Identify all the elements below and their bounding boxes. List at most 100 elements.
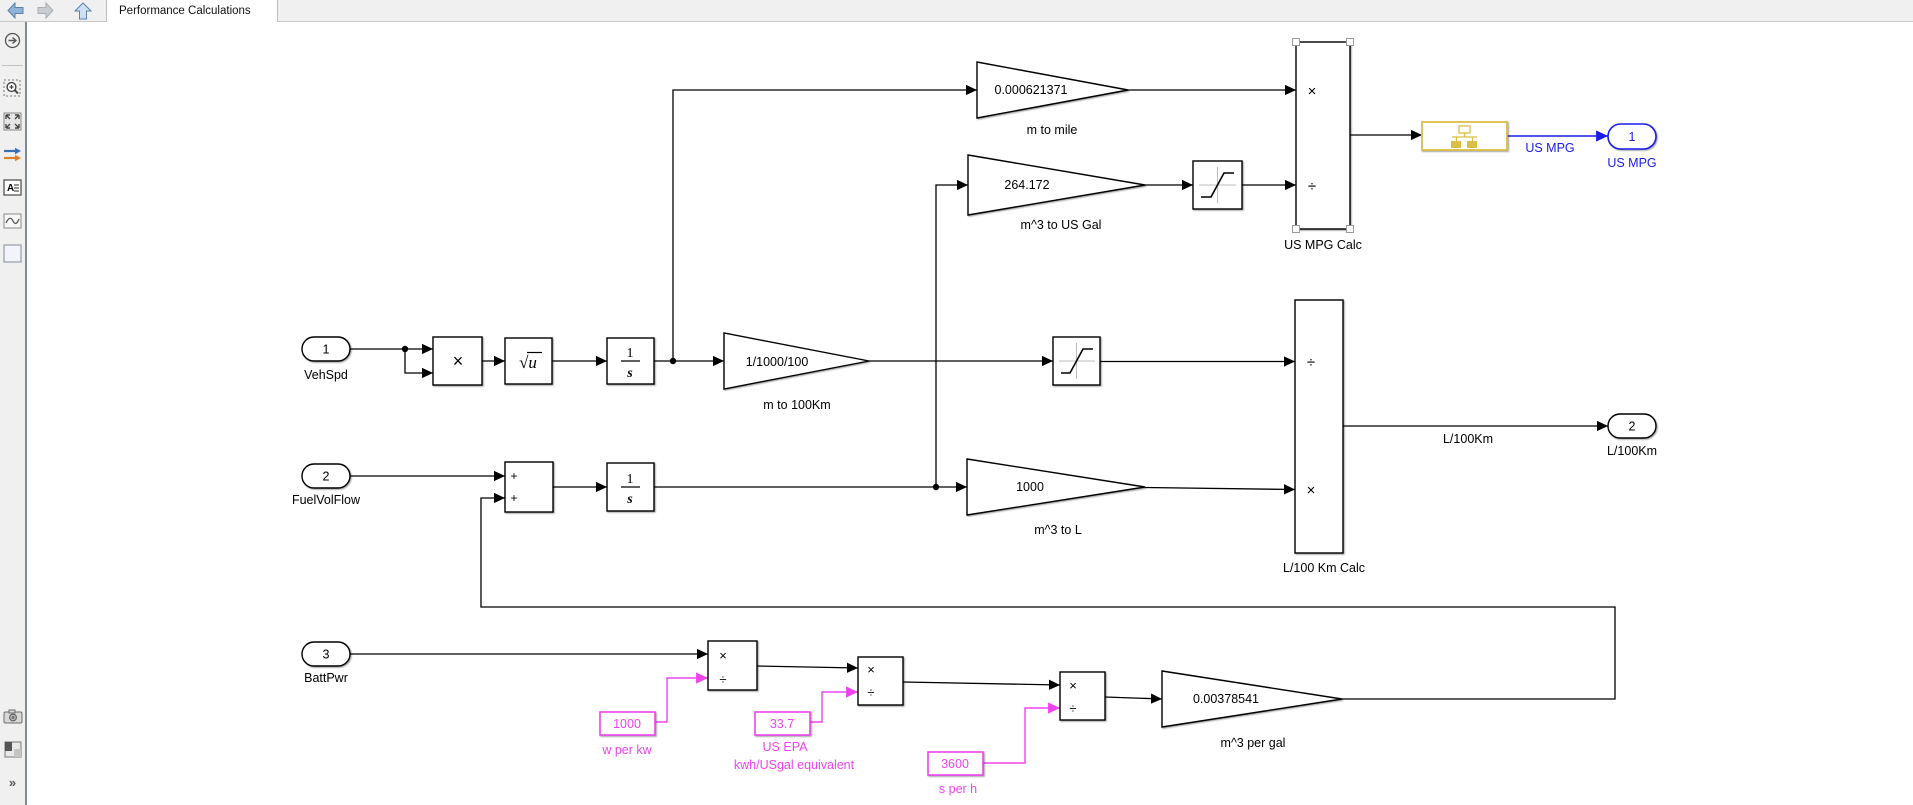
back-button[interactable] <box>0 1 30 21</box>
wire-branch-to-usgal[interactable] <box>935 179 968 487</box>
multiply-symbol: × <box>1069 678 1077 693</box>
divide-block-batt-1[interactable]: × ÷ <box>707 640 758 691</box>
divide-shape[interactable] <box>1059 671 1106 721</box>
constant-block-s-per-h[interactable]: 3600 s per h <box>927 751 984 796</box>
gain-block-m-to-mile[interactable]: 0.000621371 m to mile <box>976 61 1129 137</box>
constant-label-line1: US EPA <box>763 740 809 754</box>
inport-shape[interactable] <box>301 641 351 667</box>
inport-shape[interactable] <box>301 463 351 489</box>
signal-wires[interactable] <box>350 84 1616 764</box>
constant-shape[interactable] <box>754 711 811 736</box>
inport-fuelvolflow[interactable]: 2 FuelVolFlow <box>292 463 361 507</box>
gain-label: m^3 per gal <box>1221 736 1286 750</box>
fit-to-view-button[interactable] <box>2 111 23 132</box>
gain-block-m3-to-usgal[interactable]: 264.172 m^3 to US Gal <box>967 154 1146 232</box>
inport-vehspd[interactable]: 1 VehSpd <box>301 336 351 382</box>
divide-block-batt-2[interactable]: × ÷ <box>857 656 904 706</box>
sum-shape[interactable] <box>504 461 554 513</box>
divide-block-l100km-calc[interactable]: ÷ × L/100 Km Calc <box>1283 299 1365 575</box>
product-shape[interactable] <box>432 336 483 386</box>
svg-text:A: A <box>7 183 14 194</box>
selection-handle[interactable] <box>1346 38 1354 46</box>
divide-symbol: ÷ <box>719 672 726 687</box>
integrator-block-distance[interactable]: 1 s <box>606 337 655 385</box>
wire-usepa[interactable] <box>810 686 858 723</box>
model-canvas[interactable]: 1 VehSpd 2 FuelVolFlow 3 BattPwr × √u 1 … <box>27 22 1913 805</box>
image-button[interactable] <box>2 210 23 231</box>
constant-value: 1000 <box>613 717 641 731</box>
integrator-block-fuel[interactable]: 1 s <box>606 462 655 512</box>
more-tools-button[interactable]: » <box>8 775 17 790</box>
explorer-toggle-button[interactable] <box>2 30 23 51</box>
gold-badge-block[interactable] <box>1421 121 1508 151</box>
gain-value: 1000 <box>1016 480 1044 494</box>
gain-shape[interactable] <box>723 332 870 390</box>
constant-shape[interactable] <box>599 711 656 736</box>
divide-block-batt-3[interactable]: × ÷ <box>1059 671 1106 721</box>
sum-block-fuel[interactable]: + + <box>504 461 554 513</box>
gain-block-m3-per-gal[interactable]: 0.00378541 m^3 per gal <box>1161 670 1343 750</box>
area-box-button[interactable] <box>2 243 23 264</box>
divide-block-us-mpg-calc[interactable]: × ÷ US MPG Calc <box>1284 38 1362 253</box>
constant-value: 3600 <box>941 757 969 771</box>
gain-block-m-to-100km[interactable]: 1/1000/100 m to 100Km <box>723 332 870 412</box>
saturation-block-usgal[interactable] <box>1192 160 1243 210</box>
wire-vehspd-bottom[interactable] <box>404 349 433 379</box>
selection-handle[interactable] <box>1292 38 1300 46</box>
constant-shape[interactable] <box>927 751 984 776</box>
gain-shape[interactable] <box>966 458 1146 516</box>
gain-shape[interactable] <box>976 61 1129 119</box>
tab-performance-calculations[interactable]: Performance Calculations <box>106 0 278 22</box>
zoom-region-button[interactable] <box>2 78 23 99</box>
product-block-vehspd-squared[interactable]: × <box>432 336 483 386</box>
toolbar-separator <box>2 65 23 66</box>
up-to-parent-button[interactable] <box>68 1 98 21</box>
outport-shape[interactable] <box>1607 413 1657 439</box>
divide-symbol: ÷ <box>1307 354 1315 371</box>
saturation-block-100km[interactable] <box>1052 336 1101 386</box>
screenshot-button[interactable] <box>2 706 23 727</box>
signal-label-us-mpg[interactable]: US MPG <box>1525 141 1574 155</box>
branch-dot <box>401 345 409 353</box>
wire-div3-to-gain[interactable] <box>1104 693 1163 704</box>
divide-shape[interactable] <box>1295 41 1351 230</box>
divide-shape[interactable] <box>707 640 758 691</box>
gain-shape[interactable] <box>967 154 1146 216</box>
outport-l100km[interactable]: 2 L/100Km <box>1607 413 1657 458</box>
wire-sperh[interactable] <box>983 702 1060 764</box>
forward-arrow-icon <box>37 2 54 19</box>
wire-branch-to-m-to-mile[interactable] <box>672 84 977 361</box>
palette-toolbar: A » <box>0 22 27 805</box>
wire-div1-to-div2[interactable] <box>756 662 859 673</box>
gain-shape[interactable] <box>1161 670 1343 728</box>
outport-us-mpg[interactable]: 1 US MPG <box>1607 123 1657 170</box>
viewmarks-button[interactable] <box>2 739 23 760</box>
sqrt-shape[interactable] <box>504 337 553 385</box>
selection-handle[interactable] <box>1346 225 1354 233</box>
gain-block-m3-to-l[interactable]: 1000 m^3 to L <box>966 458 1146 537</box>
forward-button[interactable] <box>30 1 60 21</box>
inport-battpwr[interactable]: 3 BattPwr <box>301 641 351 685</box>
wire-m3toL-to-l100calc[interactable] <box>1144 484 1296 495</box>
branch-dot <box>669 357 677 365</box>
outport-shape[interactable] <box>1607 123 1657 150</box>
inport-label: VehSpd <box>304 368 348 382</box>
wire-div2-to-div3[interactable] <box>902 679 1061 690</box>
signal-routing-button[interactable] <box>2 144 23 165</box>
integrator-numerator: 1 <box>627 472 634 487</box>
gain-value: 1/1000/100 <box>746 355 809 369</box>
wire-feedback-to-sum[interactable] <box>480 492 1616 700</box>
sqrt-block[interactable]: √u <box>504 337 553 385</box>
inport-shape[interactable] <box>301 336 351 362</box>
annotation-button[interactable]: A <box>2 177 23 198</box>
inport-number: 1 <box>323 343 330 357</box>
divide-shape[interactable] <box>857 656 904 706</box>
selection-handle[interactable] <box>1292 225 1300 233</box>
wire-wperkw[interactable] <box>655 672 708 723</box>
integrator-numerator: 1 <box>627 346 634 361</box>
constant-block-w-per-kw[interactable]: 1000 w per kw <box>599 711 656 757</box>
signal-label-l100km[interactable]: L/100Km <box>1443 432 1493 446</box>
outport-number: 2 <box>1629 420 1636 434</box>
constant-block-us-epa[interactable]: 33.7 US EPA kwh/USgal equivalent <box>734 711 855 772</box>
divide-shape[interactable] <box>1294 299 1344 554</box>
